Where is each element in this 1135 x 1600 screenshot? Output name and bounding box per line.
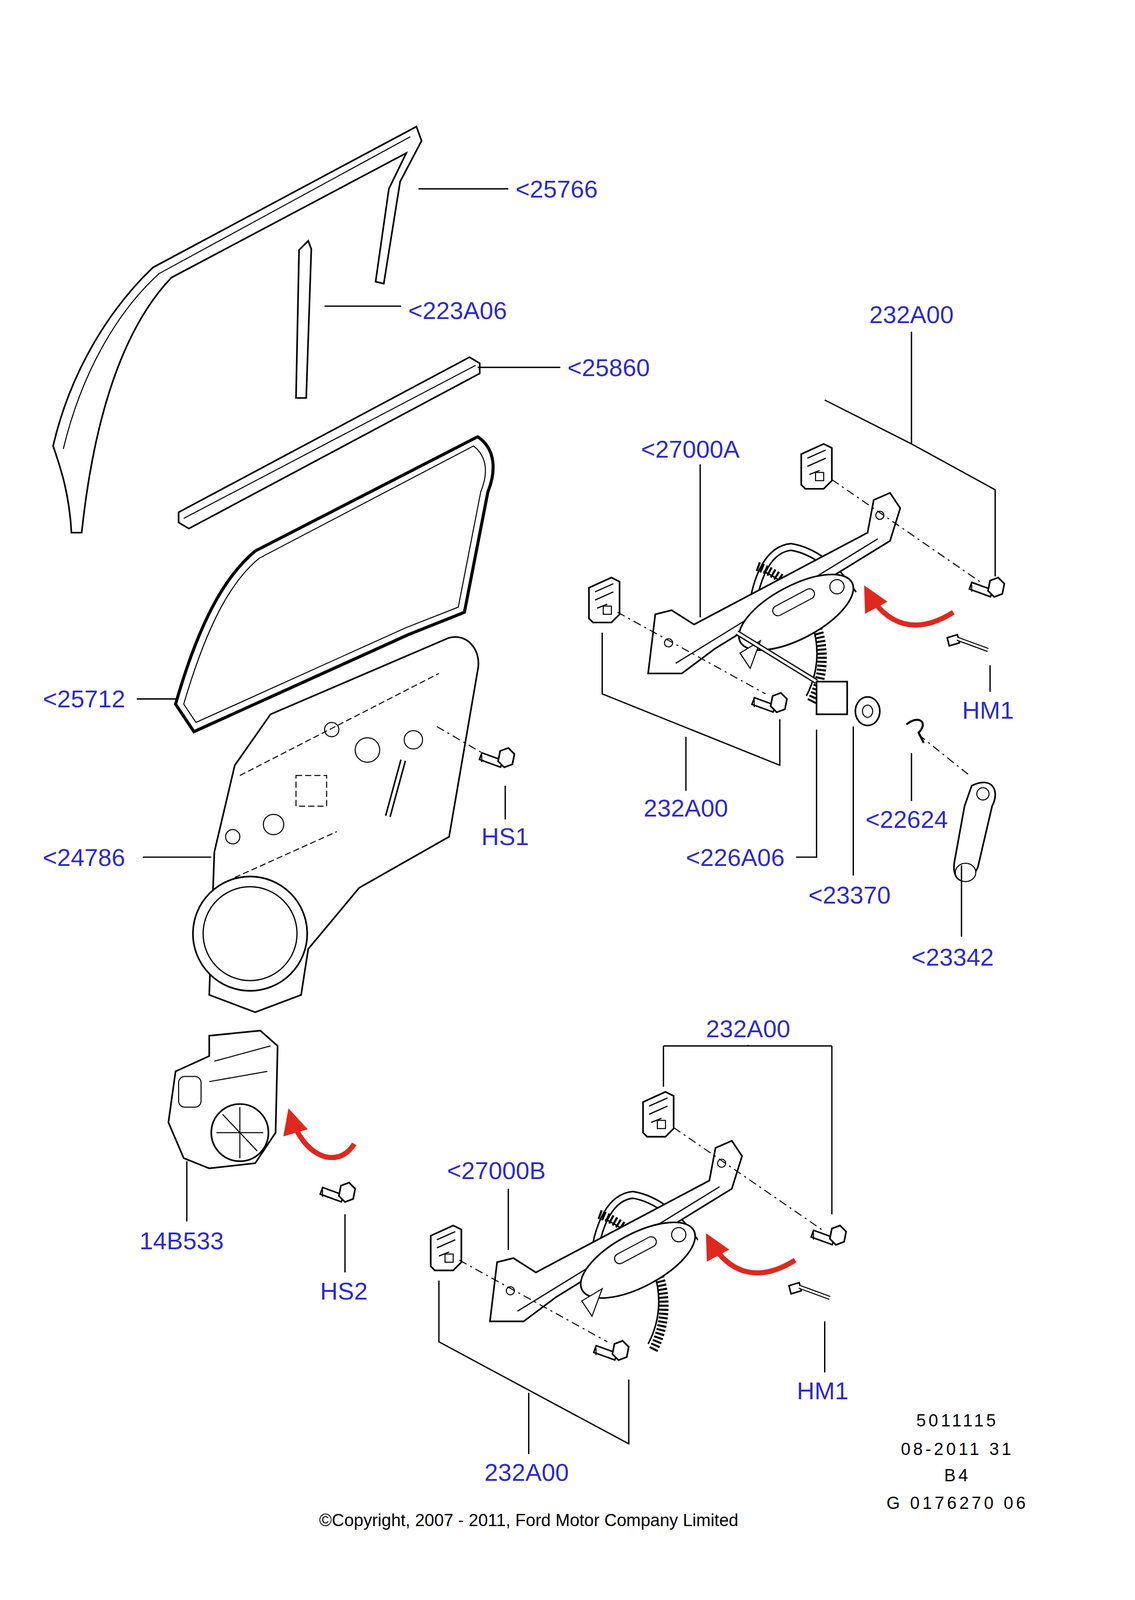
- callout-number: HM1: [796, 1378, 849, 1404]
- copyright-notice: ©Copyright, 2007 - 2011, Ford Motor Comp…: [319, 1512, 739, 1530]
- callout-number: <23342: [911, 945, 995, 970]
- callout-number: <27000B: [446, 1158, 546, 1184]
- callout-number: 14B533: [139, 1228, 224, 1254]
- callout-number: <25766: [515, 176, 598, 202]
- callout-number: <23370: [808, 882, 891, 908]
- callout-number: 232A00: [869, 302, 954, 327]
- callout-number: HM1: [962, 698, 1014, 723]
- callout-number: HS2: [320, 1279, 368, 1304]
- drawing-code: G 0176270 06: [886, 1494, 1029, 1513]
- callout-number: <24786: [43, 845, 126, 870]
- callout-number: <27000A: [640, 436, 740, 462]
- callout-number: <25712: [43, 686, 126, 712]
- callout-number: <223A06: [408, 298, 508, 323]
- callout-number: 232A00: [484, 1460, 569, 1485]
- callout-number: <22624: [865, 807, 949, 832]
- drawing-code: B4: [944, 1467, 971, 1485]
- callout-number: <25860: [567, 355, 650, 380]
- callout-number: HS1: [481, 824, 529, 849]
- callout-number: 232A00: [705, 1016, 791, 1042]
- drawing-code: 5011115: [916, 1412, 999, 1430]
- callout-number: <226A06: [685, 845, 785, 870]
- callout-number: 232A00: [643, 795, 728, 821]
- drawing-code: 08-2011 31: [900, 1440, 1014, 1459]
